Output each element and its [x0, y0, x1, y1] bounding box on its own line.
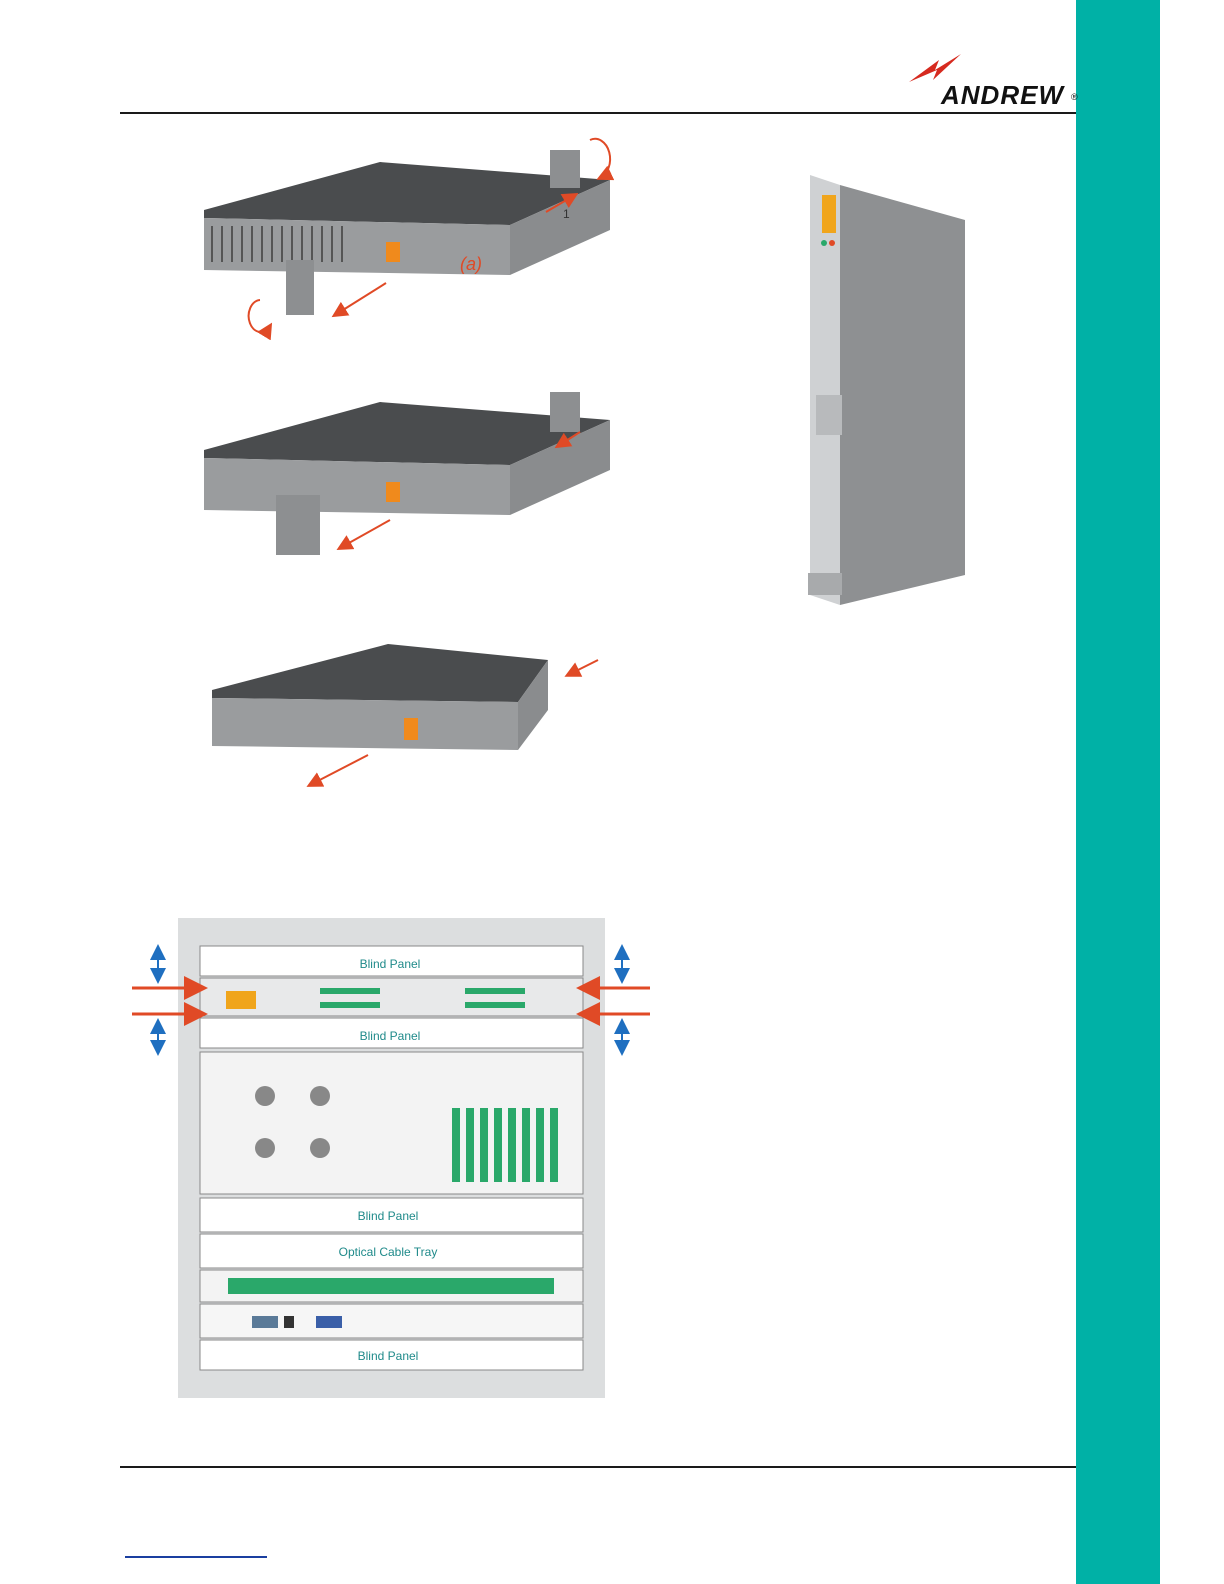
blind-panel-1-label: Blind Panel: [360, 957, 421, 971]
side-accent-bar: [1076, 0, 1160, 1584]
step-number-1: 1: [563, 207, 570, 221]
footer-underline: [125, 1556, 267, 1558]
figure-label-a: (a): [460, 254, 482, 274]
vertical-unit-figure: [800, 165, 975, 625]
header-rule: [120, 112, 1076, 114]
module-row: [200, 978, 583, 1016]
blind-panel-2-label: Blind Panel: [360, 1029, 421, 1043]
blind-panel-4-label: Blind Panel: [358, 1349, 419, 1363]
andrew-logo: ANDREW ®: [905, 52, 1080, 108]
logo-wordmark: ANDREW: [941, 80, 1064, 111]
bracket-mounting-figure: (a) 1: [190, 130, 640, 800]
optical-cable-tray-label: Optical Cable Tray: [339, 1245, 438, 1259]
blind-panel-3-label: Blind Panel: [358, 1209, 419, 1223]
footer-rule: [120, 1466, 1076, 1468]
logo-registered-mark: ®: [1071, 92, 1078, 102]
unit-step-b: [204, 392, 610, 555]
rack-figure: Blind Panel Blind Panel Blind Panel Opti…: [130, 918, 655, 1398]
unit-step-c: [212, 644, 598, 785]
unit-step-a: (a) 1: [204, 139, 610, 332]
